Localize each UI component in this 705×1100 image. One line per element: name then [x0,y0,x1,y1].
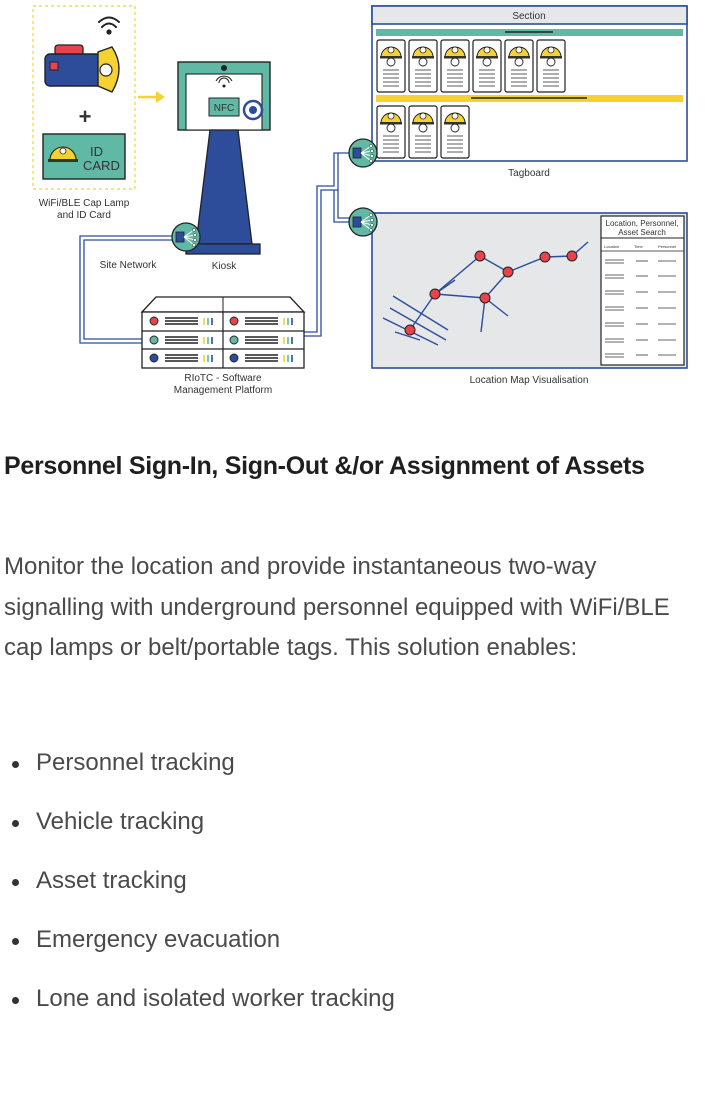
platform-label-1: RIoTC - Software [184,373,262,384]
id-card-icon: ID CARD [42,133,126,180]
platform-label-2: Management Platform [174,385,272,396]
tagboard-label: Tagboard [508,168,550,179]
id-card-line-1: ID [90,144,103,159]
search-title-1: Location, Personnel, [606,219,679,228]
search-panel: Location, Personnel, Asset Search Locati… [600,215,685,366]
search-col-3: Personnel [658,244,676,249]
server-icon [140,296,306,369]
feature-item-personnel-tracking: Personnel tracking [0,742,395,801]
tagboard-panel: Section [371,5,688,162]
tagboard-network-node [348,138,378,168]
section-heading: Personnel Sign-In, Sign-Out &/or Assignm… [4,452,645,480]
search-col-2: Time [634,244,644,249]
cap-lamp-icon [44,44,120,93]
search-col-1: Location [604,244,619,249]
section-description: Monitor the location and provide instant… [4,553,670,661]
caplamp-label-1: WiFi/BLE Cap Lamp [39,198,130,209]
id-card-line-2: CARD [83,158,120,173]
map-network-node [348,207,378,237]
location-map-panel: Location, Personnel, Asset Search Locati… [371,212,688,369]
network-cables [79,152,350,344]
arrow-right-icon [138,91,165,103]
search-title-2: Asset Search [618,228,666,237]
feature-item-lone-worker-tracking: Lone and isolated worker tracking [0,978,395,1037]
feature-item-vehicle-tracking: Vehicle tracking [0,801,395,860]
feature-item-emergency-evacuation: Emergency evacuation [0,919,395,978]
caplamp-idcard-group: + ID CARD WiFi/BLE Cap Lamp and ID Card [32,5,136,221]
feature-list: Personnel tracking Vehicle tracking Asse… [0,742,395,1037]
wifi-icon [98,16,120,35]
feature-item-asset-tracking: Asset tracking [0,860,395,919]
caplamp-label-2: and ID Card [57,210,111,221]
kiosk-network-node [171,222,201,252]
map-label: Location Map Visualisation [470,375,589,386]
nfc-label: NFC [214,103,235,114]
kiosk-icon: NFC [177,61,271,255]
kiosk-label: Kiosk [212,261,237,272]
plus-sign: + [79,104,92,129]
tagboard-header: Section [512,11,545,22]
site-network-label: Site Network [100,260,158,271]
system-architecture-diagram: + ID CARD WiFi/BLE Cap Lamp and ID Card … [32,5,688,396]
